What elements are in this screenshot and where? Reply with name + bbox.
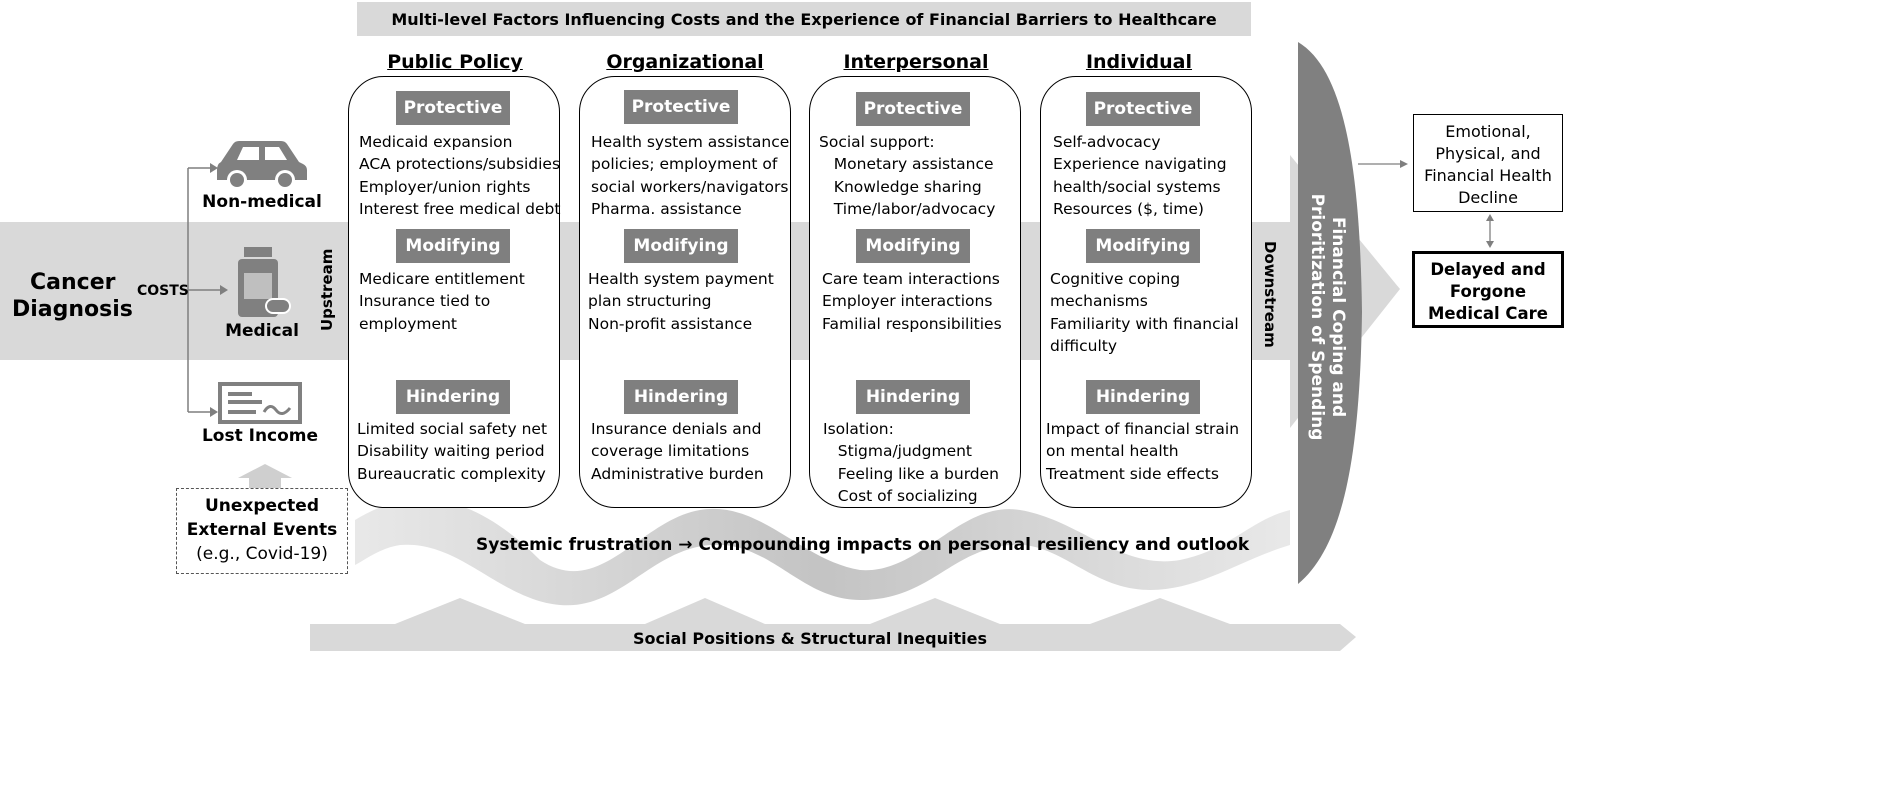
unexpected-up-arrow xyxy=(238,464,292,488)
cost-label-medical: Medical xyxy=(225,321,299,341)
chip-protective: Protective xyxy=(1086,92,1200,126)
social-positions-arrow xyxy=(310,624,1356,651)
social-positions-label: Social Positions & Structural Inequities xyxy=(633,628,987,648)
public-policy-protective-items: Medicaid expansion ACA protections/subsi… xyxy=(359,133,561,218)
panel-organizational xyxy=(579,76,791,508)
chip-modifying: Modifying xyxy=(1086,229,1200,263)
upstream-label: Upstream xyxy=(318,248,336,331)
panel-individual xyxy=(1040,76,1252,508)
chip-modifying: Modifying xyxy=(624,229,738,263)
costs-connector xyxy=(187,167,220,413)
costs-connector-heads xyxy=(210,163,228,417)
public-policy-modifying-items: Medicare entitlement Insurance tied to e… xyxy=(359,270,525,333)
coping-shape xyxy=(1298,42,1362,584)
interpersonal-protective-items: Social support: Monetary assistance Know… xyxy=(819,133,996,218)
unexpected-line3: (e.g., Covid-19) xyxy=(196,544,328,564)
column-heading-individual: Individual xyxy=(1085,51,1193,73)
coping-label: Financial Coping and Prioritization of S… xyxy=(1306,167,1348,467)
chip-protective: Protective xyxy=(624,90,738,124)
unexpected-line1: Unexpected xyxy=(204,496,319,516)
interpersonal-hindering-items: Isolation: Stigma/judgment Feeling like … xyxy=(823,420,1000,505)
panel-interpersonal xyxy=(809,76,1021,508)
cancer-label-line1: Cancer xyxy=(30,270,116,295)
chip-hindering: Hindering xyxy=(396,380,510,414)
coping-line2: Prioritization of Spending xyxy=(1307,193,1327,441)
systemic-frustration-text: Systemic frustration → Compounding impac… xyxy=(476,535,1250,555)
diagram-title: Multi-level Factors Influencing Costs an… xyxy=(357,2,1251,36)
outcome-arrow xyxy=(1358,160,1408,168)
health-decline-box: Emotional, Physical, and Financial Healt… xyxy=(1413,114,1563,212)
care-line3: Medical Care xyxy=(1428,304,1548,323)
individual-modifying-items: Cognitive coping mechanisms Familiarity … xyxy=(1050,270,1239,355)
column-heading-organizational: Organizational xyxy=(606,51,764,73)
bottom-arrow-spikes xyxy=(395,598,1230,624)
column-heading-public-policy: Public Policy xyxy=(387,51,523,73)
delayed-care-box: Delayed and Forgone Medical Care xyxy=(1412,251,1564,328)
organizational-modifying-items: Health system payment plan structuring N… xyxy=(588,270,774,333)
ribbon-swirl xyxy=(355,499,1290,606)
chip-modifying: Modifying xyxy=(396,229,510,263)
chip-protective: Protective xyxy=(396,91,510,125)
column-heading-interpersonal: Interpersonal xyxy=(843,51,989,73)
cancer-diagnosis-label: Cancer Diagnosis xyxy=(12,269,152,323)
coping-line1: Financial Coping and xyxy=(1328,216,1348,418)
downstream-label: Downstream xyxy=(1261,241,1279,348)
public-policy-hindering-items: Limited social safety net Disability wai… xyxy=(357,420,548,483)
chip-protective: Protective xyxy=(856,92,970,126)
unexpected-line2: External Events xyxy=(186,520,338,540)
chip-hindering: Hindering xyxy=(856,380,970,414)
chip-hindering: Hindering xyxy=(1086,380,1200,414)
individual-hindering-items: Impact of financial strain on mental hea… xyxy=(1046,420,1240,483)
individual-protective-items: Self-advocacy Experience navigating heal… xyxy=(1053,133,1227,218)
costs-label: COSTS xyxy=(137,283,189,299)
cancer-label-line2: Diagnosis xyxy=(12,297,133,322)
interpersonal-modifying-items: Care team interactions Employer interact… xyxy=(822,270,1002,333)
cost-label-lost-income: Lost Income xyxy=(201,426,319,446)
decline-line2: Physical, and xyxy=(1435,144,1541,163)
pill-bottle-icon xyxy=(238,247,291,317)
cost-label-non-medical: Non-medical xyxy=(202,192,322,212)
chip-hindering: Hindering xyxy=(624,380,738,414)
organizational-protective-items: Health system assistance policies; emplo… xyxy=(591,133,790,218)
paycheck-icon xyxy=(218,382,302,424)
chip-modifying: Modifying xyxy=(856,229,970,263)
care-line2: Forgone xyxy=(1449,282,1527,301)
decline-line3: Financial Health xyxy=(1424,166,1552,185)
outcome-double-arrow xyxy=(1486,214,1494,248)
decline-line4: Decline xyxy=(1458,188,1518,207)
decline-line1: Emotional, xyxy=(1445,122,1531,141)
unexpected-events-box: Unexpected External Events (e.g., Covid-… xyxy=(176,488,348,574)
panel-public-policy xyxy=(348,76,560,508)
car-icon xyxy=(217,141,307,190)
care-line1: Delayed and xyxy=(1430,260,1546,279)
organizational-hindering-items: Insurance denials and coverage limitatio… xyxy=(591,420,764,483)
